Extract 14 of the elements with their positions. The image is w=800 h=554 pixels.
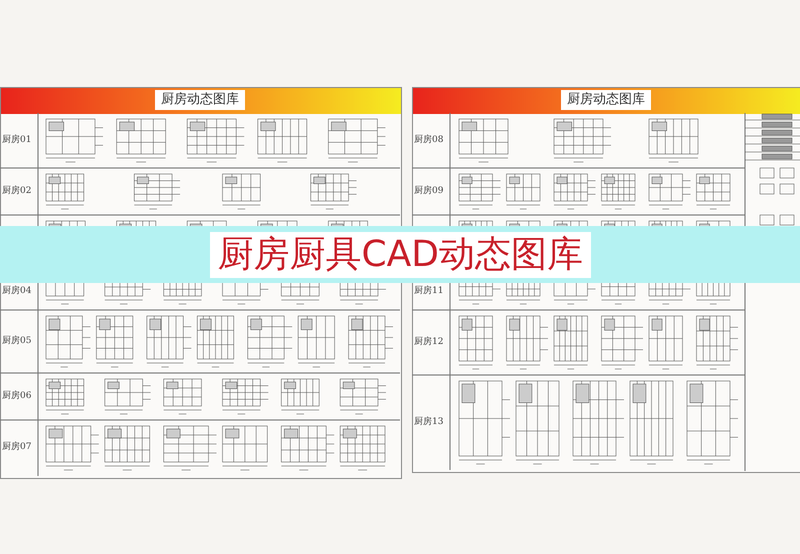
- row-label: 厨房13: [414, 416, 444, 428]
- row-label: 厨房05: [2, 336, 32, 346]
- row-label: 厨房12: [414, 336, 444, 348]
- sheet-title: 厨房动态图库: [155, 90, 245, 110]
- row-label: 厨房04: [2, 286, 32, 297]
- row-label: 厨房06: [2, 390, 32, 402]
- row-label: 厨房02: [2, 186, 32, 196]
- sheet-title: 厨房动态图库: [561, 90, 651, 110]
- row-label: 厨房11: [414, 286, 444, 297]
- row-label: 厨房01: [2, 134, 32, 146]
- row-label: 厨房09: [414, 186, 444, 196]
- row-label: 厨房07: [2, 442, 32, 453]
- banner-title: 厨房厨具CAD动态图库: [210, 232, 591, 278]
- row-label: 厨房08: [414, 134, 444, 146]
